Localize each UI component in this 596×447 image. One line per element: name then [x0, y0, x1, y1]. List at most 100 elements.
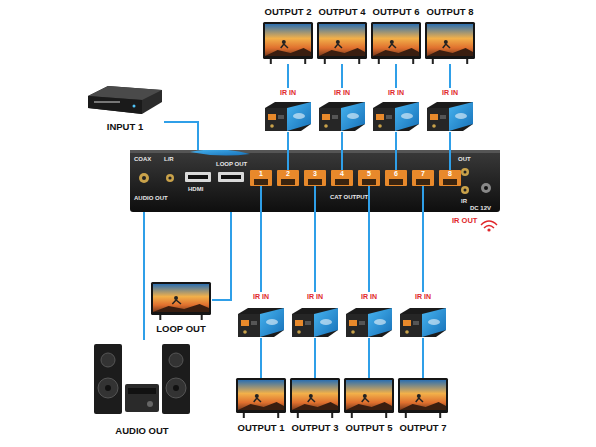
- output-label: OUTPUT 8: [427, 6, 474, 17]
- dvd-illustration: [86, 84, 164, 116]
- tv-leg: [297, 413, 299, 418]
- tv-display: OUTPUT 7: [397, 378, 449, 434]
- cable-line: [260, 186, 262, 292]
- port-number: 7: [421, 170, 425, 177]
- speaker-illustration: [92, 340, 192, 416]
- receiver-illustration: [398, 306, 448, 338]
- tv-leg: [331, 413, 333, 418]
- tv-bezel: [317, 22, 367, 59]
- receiver-panel: [422, 308, 446, 337]
- hdbaset-receiver: IR IN: [425, 88, 475, 132]
- tv-leg: [439, 413, 441, 418]
- receiver-front: [346, 314, 368, 337]
- screen-hill: [400, 402, 446, 410]
- receiver-jack: [378, 124, 382, 128]
- receiver-jack: [243, 330, 247, 334]
- tv-screen: [292, 380, 338, 410]
- tv-display: OUTPUT 6: [370, 4, 422, 64]
- speaker-right: [162, 344, 190, 414]
- tv-leg: [243, 413, 245, 418]
- output-label: OUTPUT 3: [292, 422, 339, 433]
- ir-jack: [461, 168, 469, 176]
- tv-screen: [400, 380, 446, 410]
- cable-line: [287, 132, 289, 170]
- screen-hill: [427, 48, 473, 56]
- receiver-port: [332, 115, 338, 119]
- tv-leg: [378, 59, 380, 64]
- dvd-body: [88, 86, 162, 114]
- receiver-body: [292, 308, 338, 337]
- receiver-port: [403, 320, 411, 326]
- tv-leg: [201, 315, 203, 320]
- tv-illustration: [289, 378, 341, 418]
- hdmi-splitter-extender: COAXL/RAUDIO OUTHDMILOOP OUTCAT OUTPUTOU…: [130, 150, 500, 212]
- tv-leg: [324, 59, 326, 64]
- cable-line: [164, 122, 198, 150]
- receiver-port: [386, 115, 392, 119]
- hdbaset-receiver: IR IN: [398, 292, 448, 338]
- tv-illustration: [343, 378, 395, 418]
- hdmi-port: [185, 172, 211, 182]
- tv-illustration: [424, 22, 476, 64]
- tv-display: OUTPUT 2: [262, 4, 314, 64]
- hdbaset-receiver: IR IN: [317, 88, 367, 132]
- port-socket: [416, 179, 430, 185]
- cat-port: 5: [358, 170, 380, 186]
- port-housing: [358, 170, 380, 186]
- audio-out-label: AUDIO OUT: [115, 425, 168, 436]
- receiver-body: [238, 308, 284, 337]
- screen-hill: [346, 402, 392, 410]
- tv-leg: [405, 413, 407, 418]
- receiver-logo: [428, 319, 440, 325]
- cat-port: 6: [385, 170, 407, 186]
- screen-bike: [416, 398, 423, 402]
- tv-display: OUTPUT 3: [289, 378, 341, 434]
- cable-line: [341, 64, 343, 88]
- tv-illustration: [370, 22, 422, 64]
- tv-bezel: [425, 22, 475, 59]
- tv-screen: [238, 380, 284, 410]
- port-socket: [362, 179, 376, 185]
- hdmi-port: [218, 172, 244, 182]
- cable-line: [341, 132, 343, 170]
- cable-line: [314, 186, 316, 292]
- receiver-jack: [432, 124, 436, 128]
- splitter-body: [130, 150, 500, 212]
- tv-bezel: [290, 378, 340, 413]
- port-socket: [389, 179, 403, 185]
- port-housing: [277, 170, 299, 186]
- receiver-logo: [293, 113, 305, 119]
- panel-text: OUT: [458, 156, 471, 162]
- output-label: OUTPUT 1: [238, 422, 285, 433]
- receiver-panel: [314, 308, 338, 337]
- receiver-port: [251, 321, 257, 325]
- port-socket: [443, 179, 457, 185]
- tv-screen: [373, 24, 419, 56]
- port-number: 1: [259, 170, 263, 177]
- cat-port: 2: [277, 170, 299, 186]
- port-number: 3: [313, 170, 317, 177]
- receiver-illustration: [371, 100, 421, 132]
- port-number: 5: [367, 170, 371, 177]
- receiver-body: [427, 102, 473, 131]
- receiver-body: [373, 102, 419, 131]
- receiver-panel: [287, 102, 311, 131]
- screen-bike: [308, 398, 315, 402]
- tv-display: OUTPUT 4: [316, 4, 368, 64]
- dc-jack: [481, 183, 491, 193]
- screen-bike: [335, 44, 342, 48]
- cat-port: 1: [250, 170, 272, 186]
- tv-screen: [319, 24, 365, 56]
- receiver-jack: [297, 330, 301, 334]
- stereo-unit: [125, 384, 159, 412]
- cable-line: [395, 132, 397, 170]
- tv-leg: [159, 315, 161, 320]
- port-number: 4: [340, 170, 344, 177]
- ir-in-label: IR IN: [388, 89, 404, 96]
- tv-leg: [412, 59, 414, 64]
- tv-leg: [304, 59, 306, 64]
- receiver-panel: [368, 308, 392, 337]
- port-housing: [304, 170, 326, 186]
- cable-line: [314, 338, 316, 378]
- coax-jack: [139, 173, 149, 183]
